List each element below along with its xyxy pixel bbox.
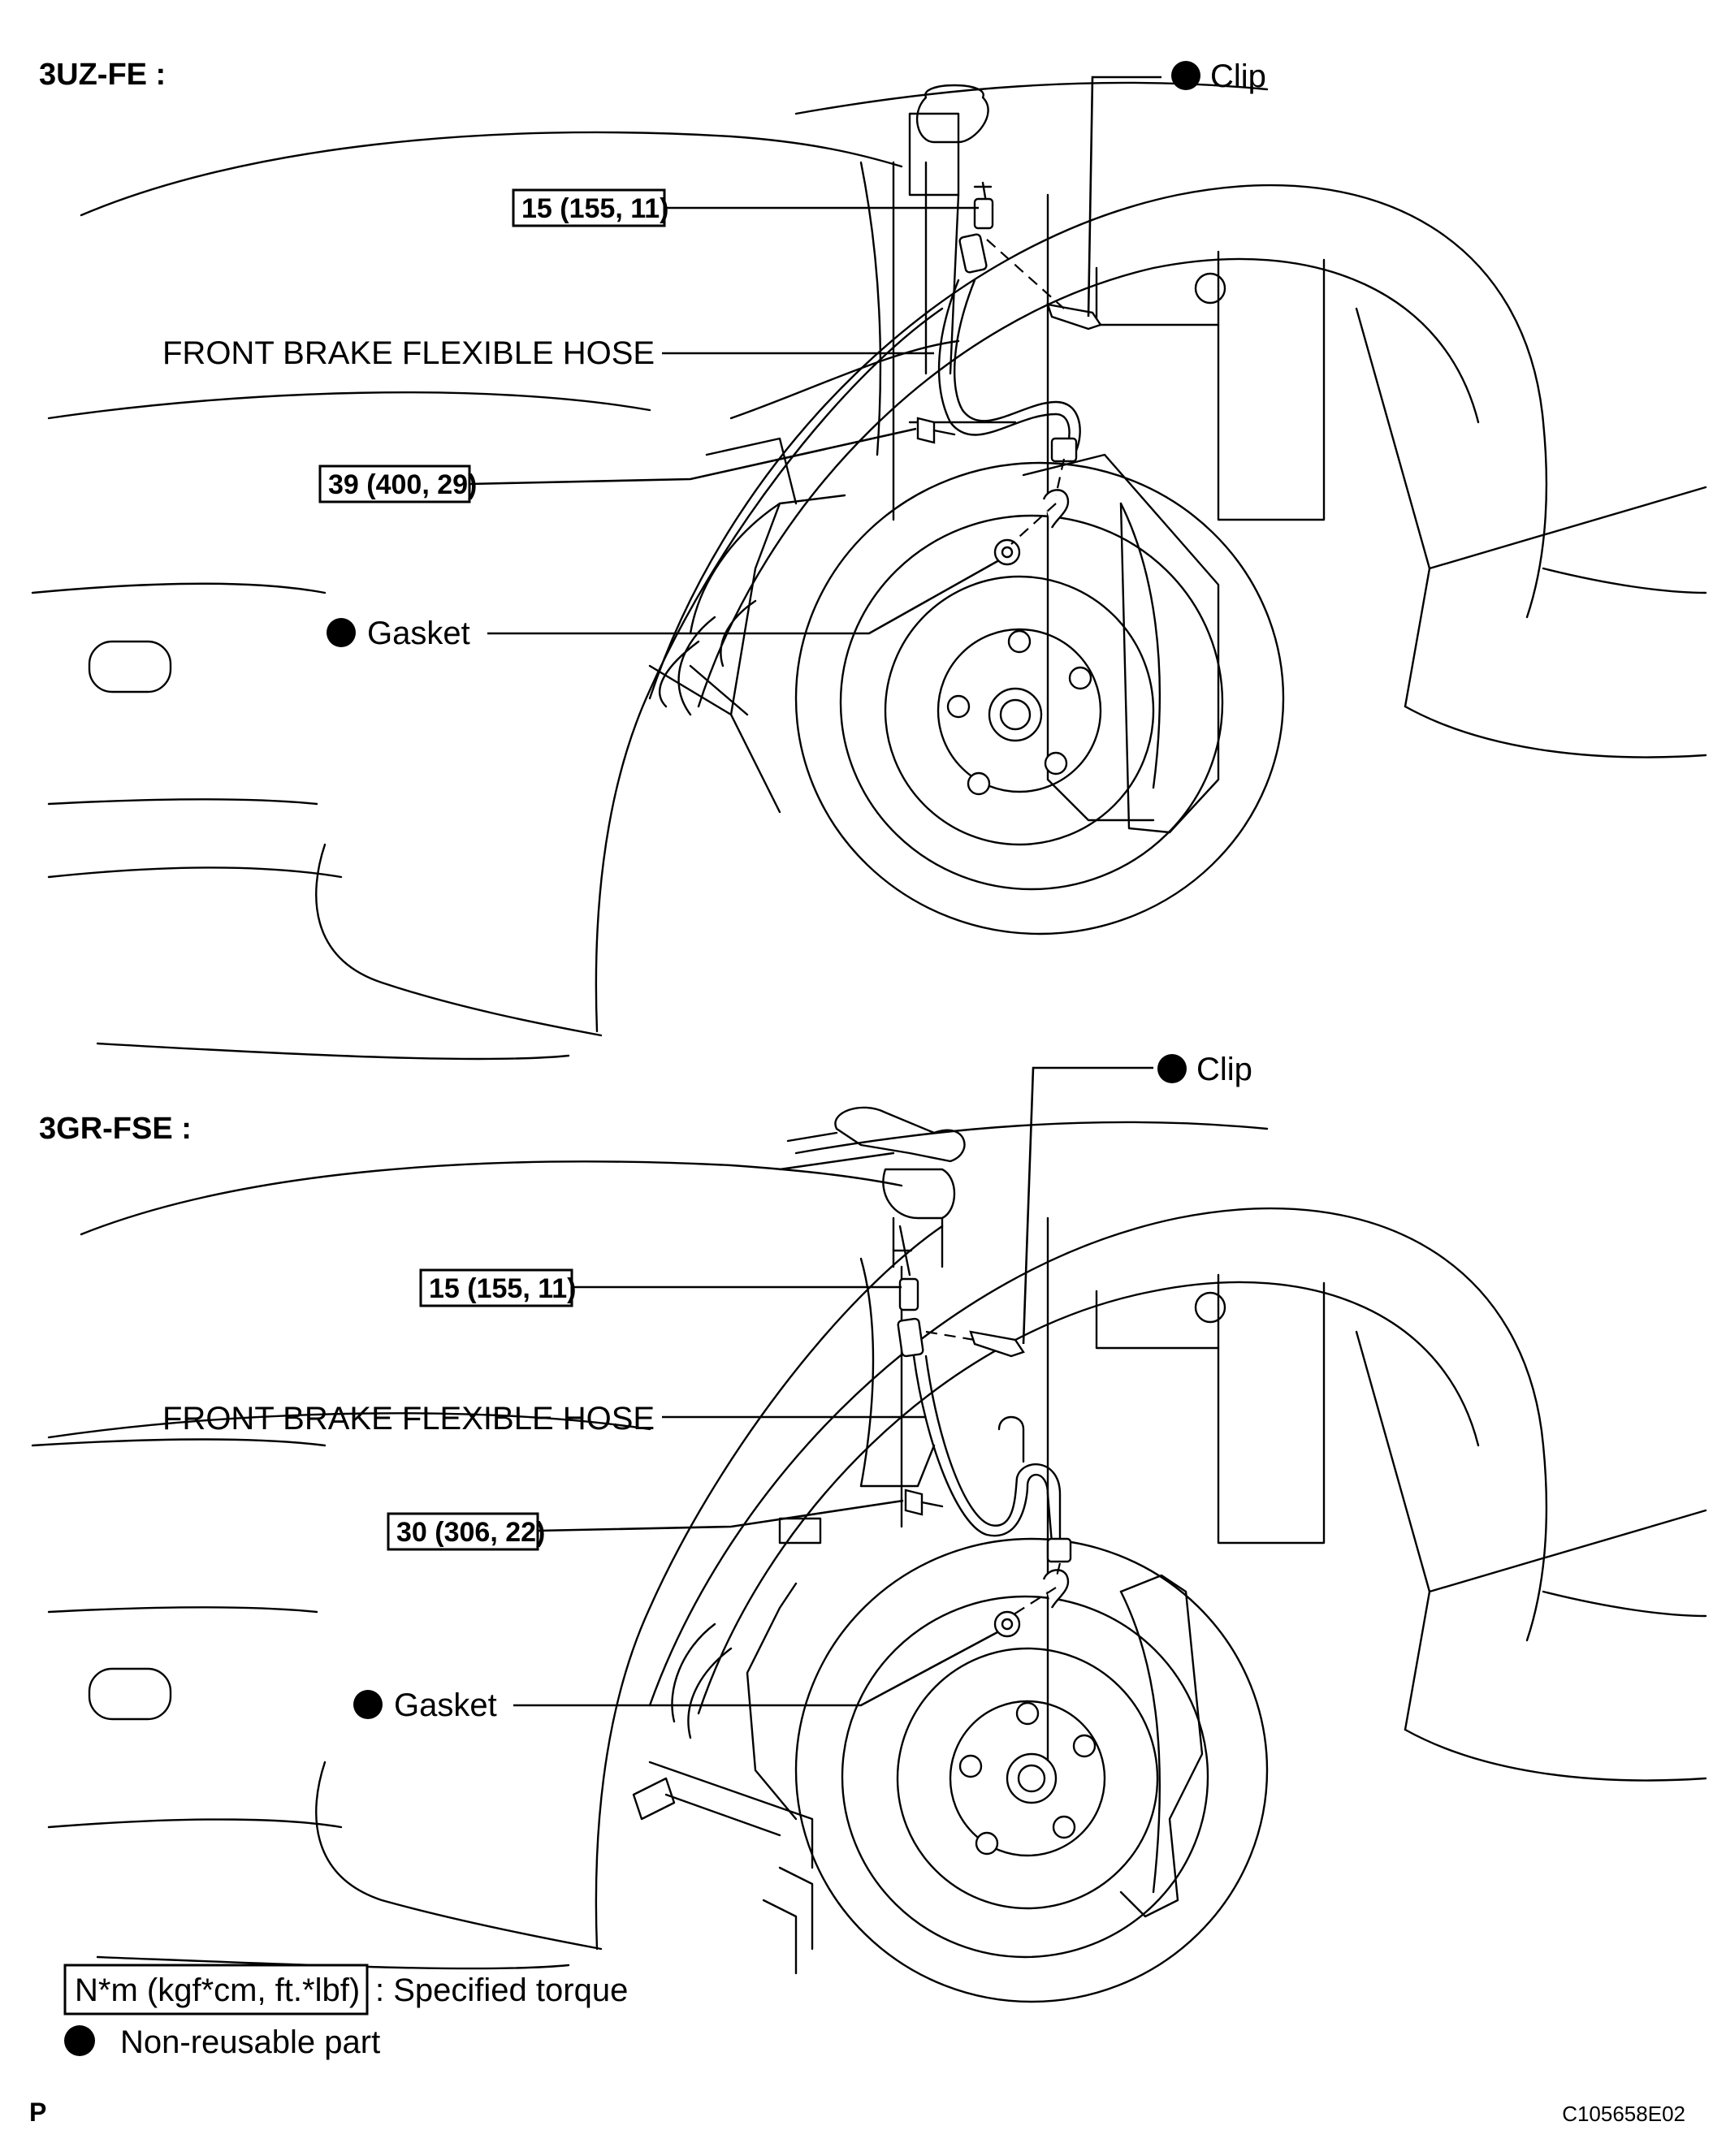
- section-3uz-fe: 3UZ-FE :: [31, 58, 1707, 1061]
- label-clip-1: Clip: [1210, 58, 1266, 94]
- nonreusable-marker-gasket-1: [327, 618, 356, 647]
- section-3gr-fse: 3GR-FSE :: [31, 1052, 1707, 2003]
- nonreusable-marker-clip-2: [1157, 1054, 1187, 1083]
- callouts-2: Clip 15 (155, 11) FRONT BRAKE FLEXIBLE H…: [162, 1052, 1252, 1723]
- turn-signal-lamp: [88, 640, 172, 693]
- section-title-3gr-fse: 3GR-FSE :: [39, 1112, 192, 1146]
- callouts-1: Clip 15 (155, 11) FRONT BRAKE FLEXIBLE H…: [162, 58, 1266, 651]
- nonreusable-marker-gasket-2: [353, 1690, 383, 1719]
- turn-signal-lamp-2: [88, 1667, 172, 1721]
- label-torque-top-1: 15 (155, 11): [521, 193, 668, 224]
- legend-nonreusable-text: Non-reusable part: [120, 2024, 380, 2060]
- label-torque-bolt-2: 30 (306, 22): [396, 1517, 545, 1548]
- nonreusable-marker-clip-1: [1171, 61, 1200, 90]
- label-torque-bolt-1: 39 (400, 29): [328, 469, 477, 500]
- legend-nonreusable-marker: [64, 2025, 95, 2056]
- legend-torque-unit: N*m (kgf*cm, ft.*lbf): [75, 1972, 360, 2008]
- label-gasket-1: Gasket: [367, 616, 470, 651]
- torque-box-bolt-1: [318, 464, 471, 503]
- brake-rotor-assembly-1: [648, 437, 1285, 935]
- label-hose-2: FRONT BRAKE FLEXIBLE HOSE: [162, 1401, 655, 1437]
- page-marker: P: [29, 2098, 46, 2127]
- torque-box-bolt-2: [387, 1512, 539, 1551]
- car-body-illustration-2: [31, 1106, 1707, 1970]
- brake-hose-parts-2: [892, 1225, 1072, 1638]
- legend-torque-box: [63, 1964, 369, 2016]
- car-body-illustration: [31, 81, 1707, 1061]
- legend: N*m (kgf*cm, ft.*lbf) : Specified torque…: [63, 1964, 628, 2060]
- brake-rotor-assembly-2: [632, 1517, 1269, 2003]
- brake-hose-parts-1: [916, 181, 1102, 566]
- figure-code: C105658E02: [1562, 2102, 1685, 2126]
- label-gasket-2: Gasket: [394, 1687, 497, 1723]
- label-hose-1: FRONT BRAKE FLEXIBLE HOSE: [162, 335, 655, 371]
- legend-torque-text: : Specified torque: [375, 1972, 628, 2008]
- section-title-3uz-fe: 3UZ-FE :: [39, 58, 166, 92]
- label-torque-top-2: 15 (155, 11): [429, 1273, 576, 1304]
- label-clip-2: Clip: [1196, 1052, 1252, 1087]
